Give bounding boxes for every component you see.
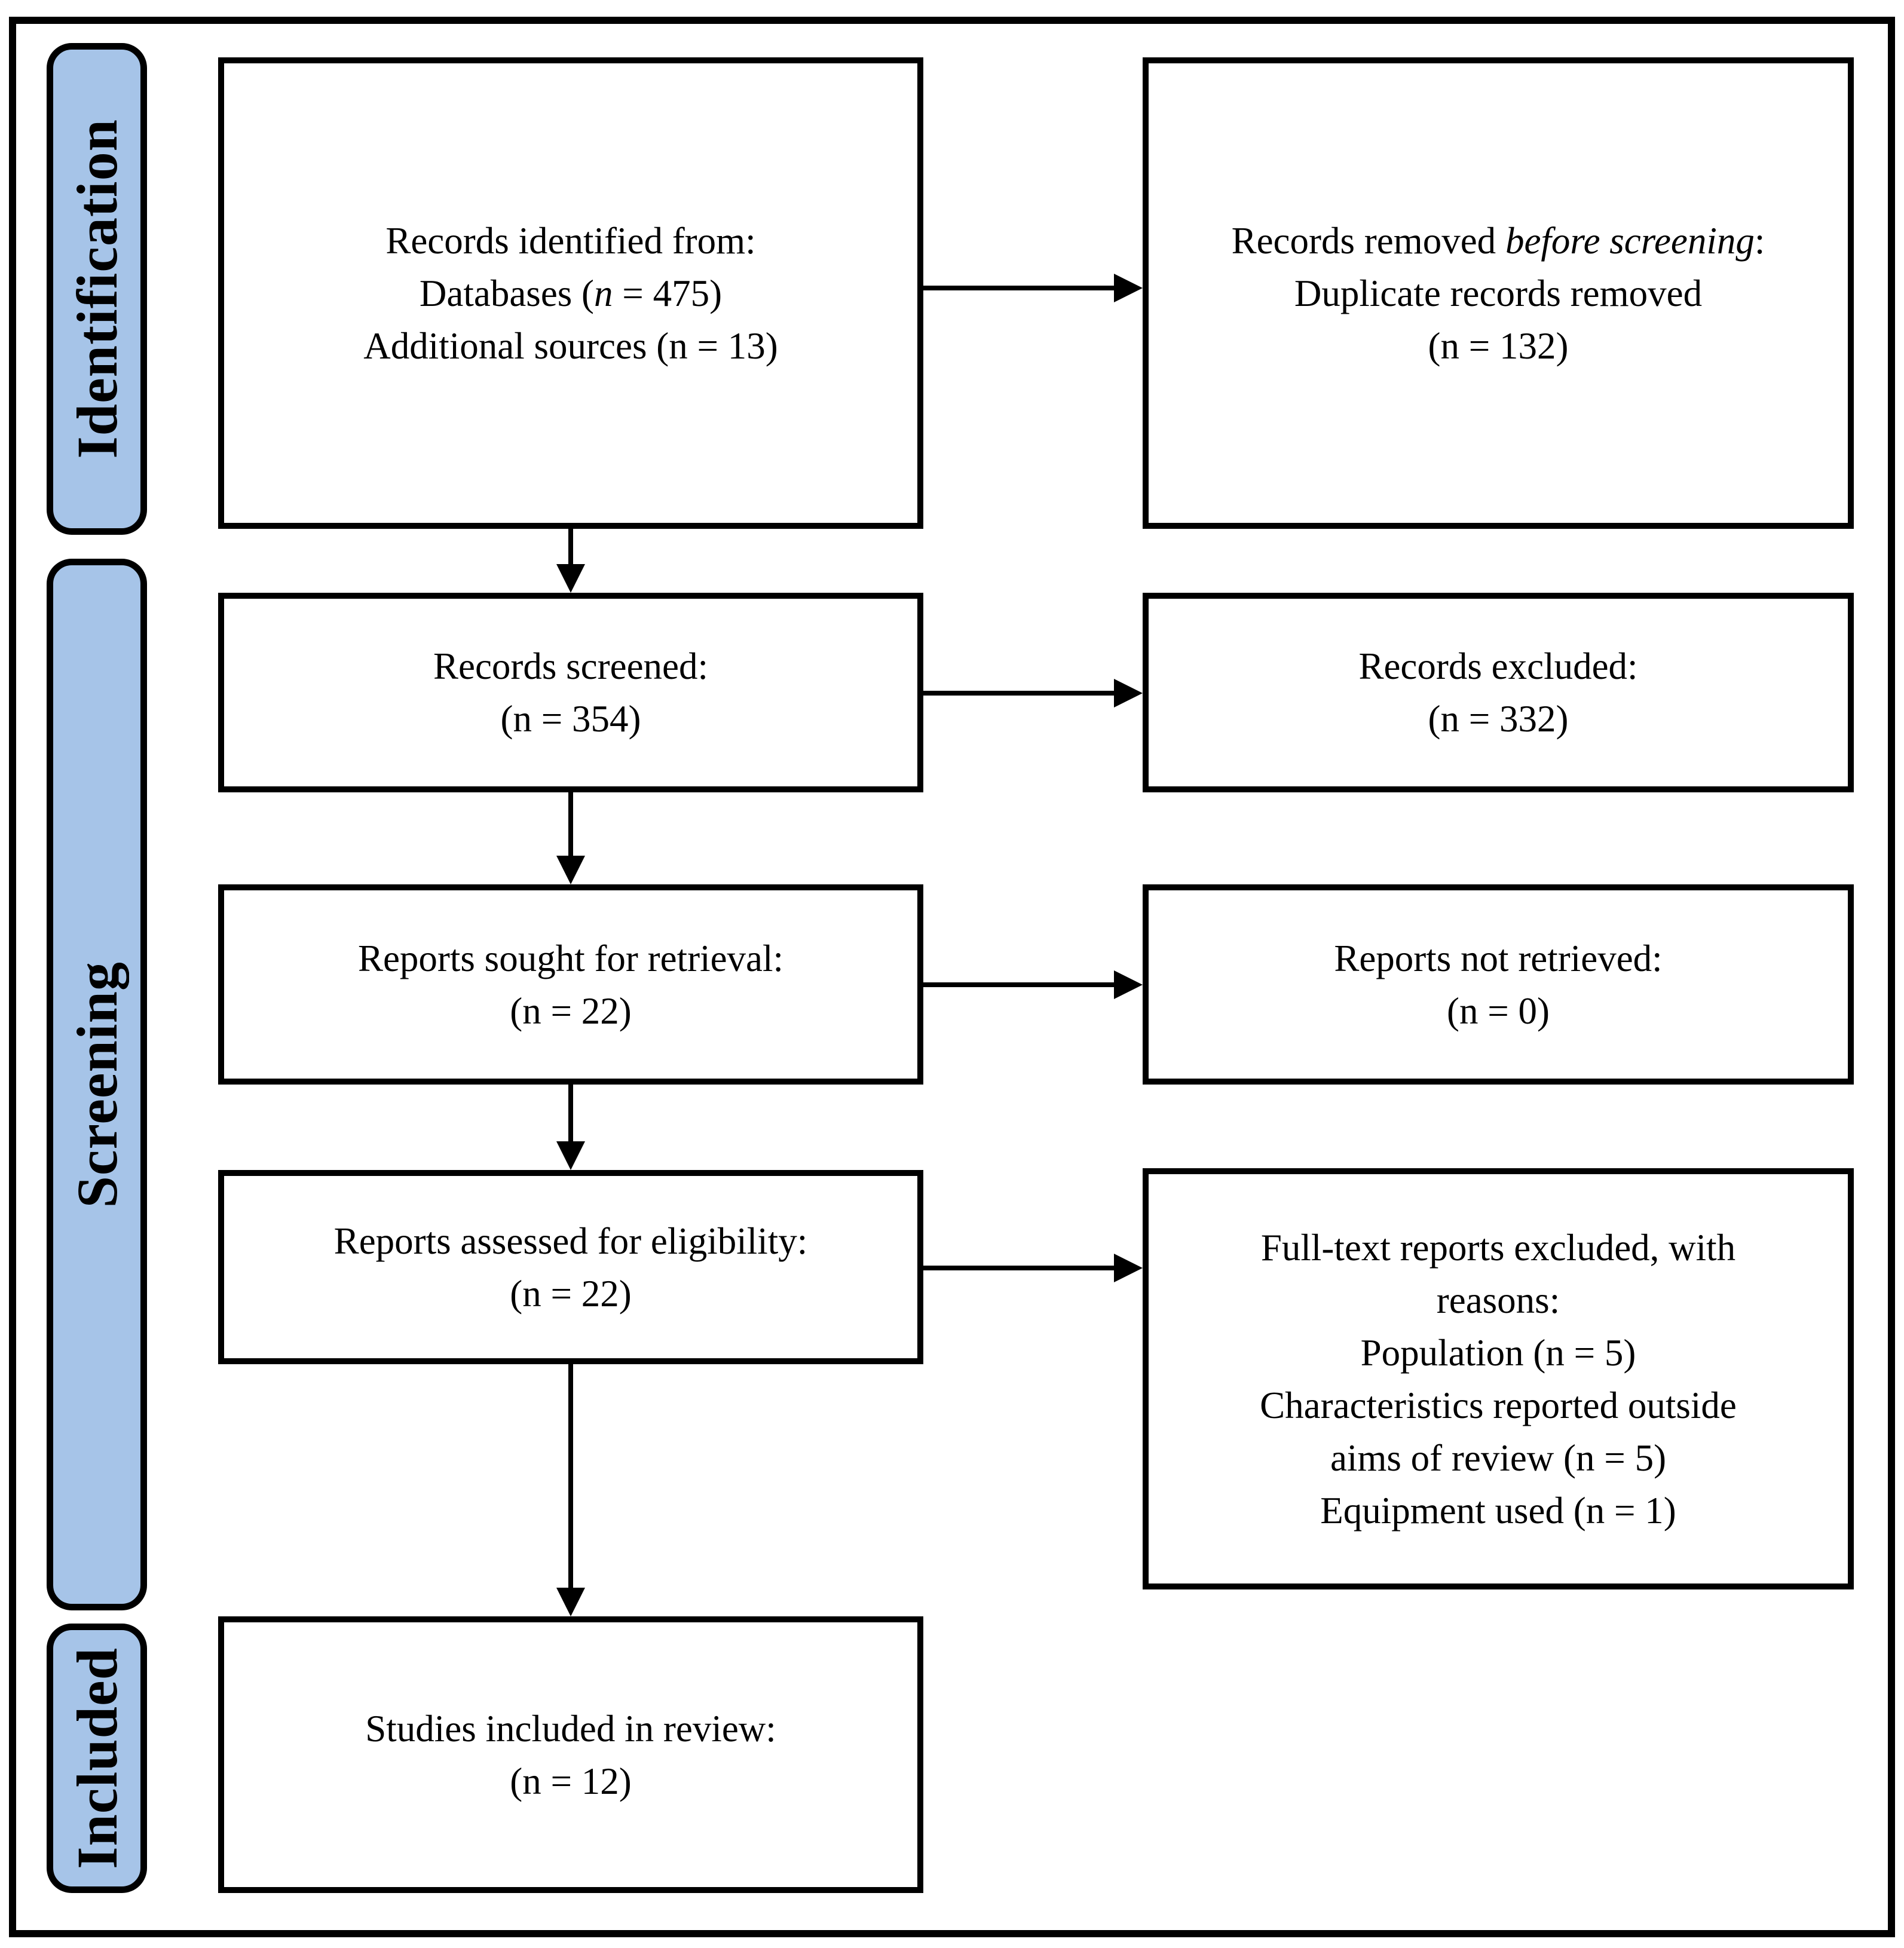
box-reports-not-retrieved: Reports not retrieved:(n = 0) (1143, 884, 1854, 1085)
arrow-assessed-to-fulltext-head (1114, 1254, 1143, 1282)
arrow-assessed-to-included-line (568, 1364, 573, 1590)
box-records-removed: Records removed before screening:Duplica… (1143, 57, 1854, 529)
stage-identification-label: Identification (65, 119, 129, 459)
arrow-screened-to-excluded-line (923, 691, 1116, 696)
arrow-identified-to-screened-head (556, 564, 585, 593)
arrow-screened-to-sought-head (556, 856, 585, 884)
stage-screening: Screening (47, 559, 147, 1610)
arrow-identified-to-screened-line (568, 529, 573, 566)
stage-included-label: Included (65, 1647, 129, 1869)
box-studies-included: Studies included in review:(n = 12) (218, 1616, 923, 1893)
arrow-identified-to-removed-line (923, 286, 1116, 290)
diagram-outer-border (9, 17, 1895, 1937)
arrow-assessed-to-fulltext-line (923, 1266, 1116, 1270)
box-reports-assessed: Reports assessed for eligibility:(n = 22… (218, 1170, 923, 1364)
box-records-screened: Records screened:(n = 354) (218, 593, 923, 792)
stage-identification: Identification (47, 43, 147, 535)
stage-screening-label: Screening (65, 961, 129, 1208)
arrow-screened-to-excluded-head (1114, 679, 1143, 707)
arrow-sought-to-assessed-head (556, 1141, 585, 1170)
arrow-sought-to-notretrieved-head (1114, 970, 1143, 999)
arrow-sought-to-notretrieved-line (923, 982, 1116, 987)
box-records-excluded: Records excluded:(n = 332) (1143, 593, 1854, 792)
box-records-identified: Records identified from:Databases (n = 4… (218, 57, 923, 529)
arrow-screened-to-sought-line (568, 792, 573, 858)
arrow-sought-to-assessed-line (568, 1085, 573, 1144)
arrow-identified-to-removed-head (1114, 274, 1143, 302)
box-reports-sought: Reports sought for retrieval:(n = 22) (218, 884, 923, 1085)
stage-included: Included (47, 1624, 147, 1893)
arrow-assessed-to-included-head (556, 1588, 585, 1616)
